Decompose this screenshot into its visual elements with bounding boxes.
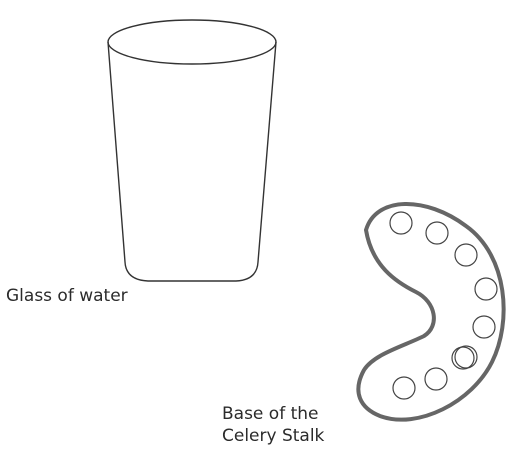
celery-stalk-base — [358, 204, 503, 420]
celery-cross-section-outline — [358, 204, 503, 420]
glass-body — [108, 42, 276, 281]
glass-rim — [108, 20, 276, 64]
vascular-bundle-circle — [426, 222, 448, 244]
vascular-bundle-circle — [475, 278, 497, 300]
glass-of-water-label: Glass of water — [6, 285, 128, 307]
vascular-bundle-circle — [390, 212, 412, 234]
celery-label-line-2: Celery Stalk — [222, 425, 324, 447]
glass-of-water — [108, 20, 276, 281]
vascular-bundle-circle — [425, 368, 447, 390]
vascular-bundle-circle — [455, 244, 477, 266]
vascular-bundle-circle — [393, 377, 415, 399]
celery-label-line-1: Base of the — [222, 403, 324, 425]
vascular-bundle-circle — [473, 316, 495, 338]
celery-stalk-label: Base of the Celery Stalk — [222, 403, 324, 447]
